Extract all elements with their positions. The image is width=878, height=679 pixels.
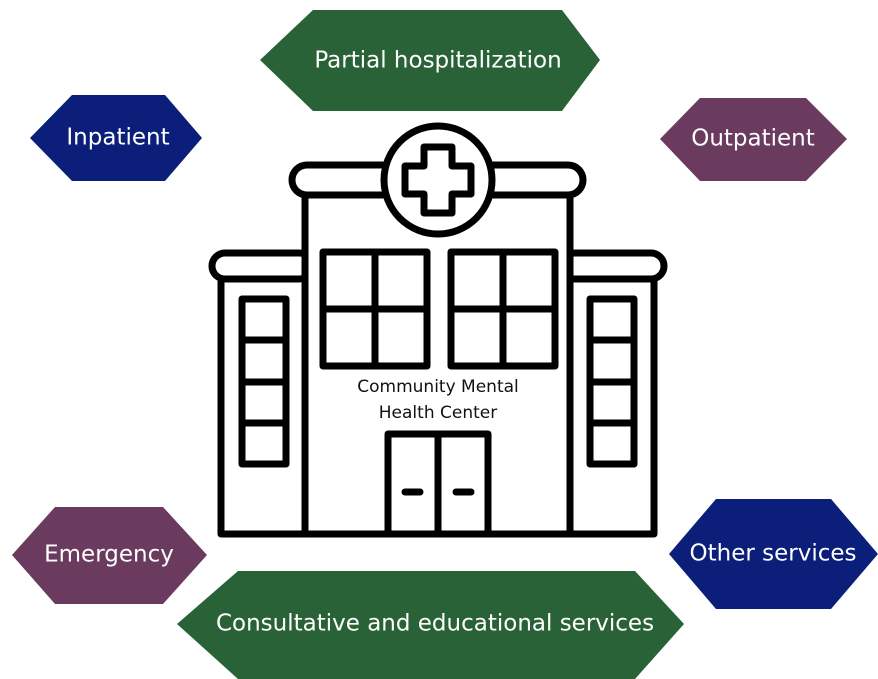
service-inpatient: Inpatient (30, 95, 202, 181)
service-label: Outpatient (691, 126, 815, 152)
service-label: Other services (690, 541, 857, 567)
service-label: Partial hospitalization (314, 48, 561, 74)
center-label-line1: Community Mental (357, 377, 519, 397)
hexagon-shape (177, 571, 684, 679)
center-label-line2: Health Center (379, 403, 497, 423)
service-label: Inpatient (66, 125, 169, 151)
hexagon-shape (12, 507, 207, 604)
left-wing-roof (208, 249, 316, 283)
hexagon-shape (660, 98, 847, 181)
hexagon-shape (260, 10, 600, 111)
hexagon-shape (669, 499, 878, 609)
hexagon-shape (30, 95, 202, 181)
service-emergency: Emergency (12, 507, 207, 604)
service-partial-hospitalization: Partial hospitalization (260, 10, 600, 111)
service-consultative-educational: Consultative and educational services (177, 571, 684, 679)
service-label: Consultative and educational services (216, 611, 654, 637)
service-other-services: Other services (669, 499, 878, 609)
hospital-building-icon (208, 122, 668, 538)
medical-cross-icon (401, 143, 475, 217)
right-wing-roof (558, 249, 668, 283)
service-label: Emergency (44, 542, 174, 568)
service-outpatient: Outpatient (660, 98, 847, 181)
